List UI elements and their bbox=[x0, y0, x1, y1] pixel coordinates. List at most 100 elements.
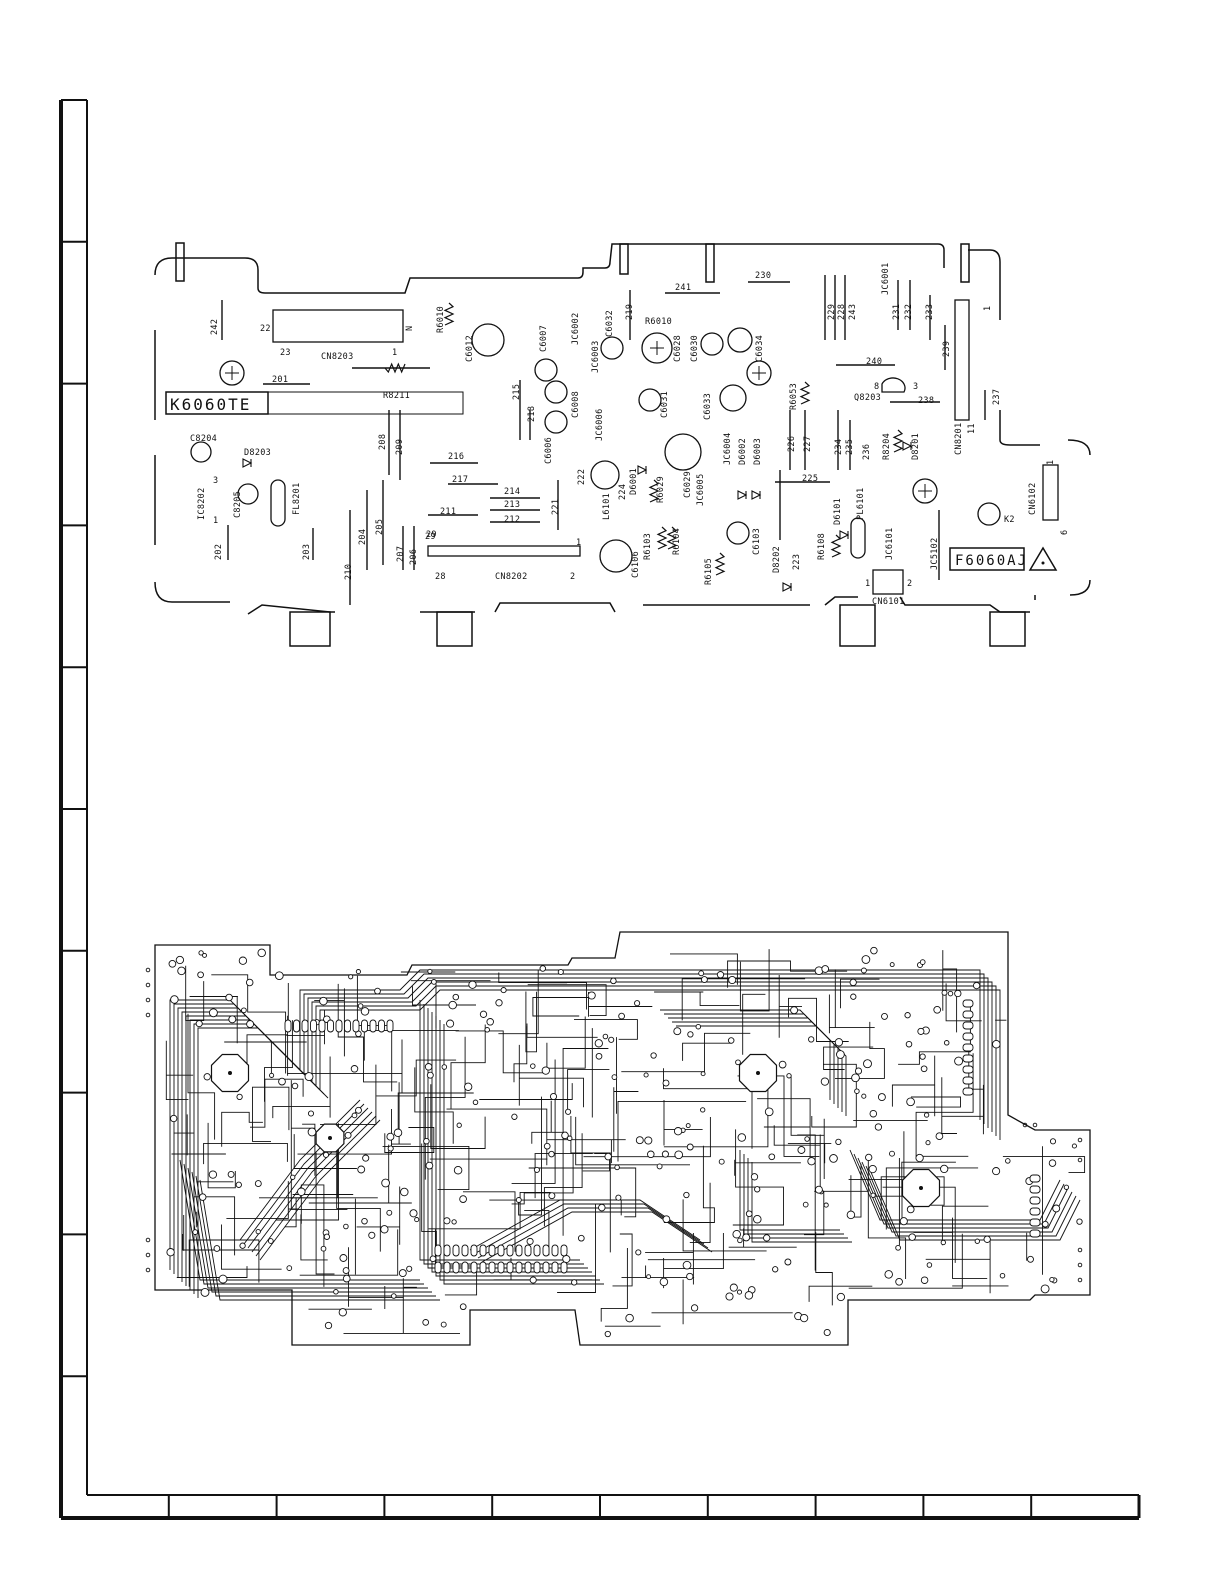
wire-241-39: 241 bbox=[675, 283, 691, 293]
pin-mark-1-ic: 1 bbox=[213, 516, 218, 526]
wire-228-26: 228 bbox=[837, 304, 847, 320]
pin-28: 28 bbox=[435, 572, 446, 582]
wire-230-28: 230 bbox=[755, 271, 771, 281]
label-r6053: R6053 bbox=[789, 383, 799, 410]
wire-225-23: 225 bbox=[802, 474, 818, 484]
label-jc6006: JC6006 bbox=[595, 408, 605, 441]
pin-cn6102-1: 1 bbox=[1046, 460, 1056, 465]
wire-204-3: 204 bbox=[358, 529, 368, 545]
wire-231-29: 231 bbox=[892, 304, 902, 320]
wire-227-25: 227 bbox=[803, 436, 813, 452]
frame-row-ticks bbox=[61, 240, 87, 1378]
label-c6030: C6030 bbox=[690, 335, 700, 362]
wire-216-15: 216 bbox=[448, 452, 464, 462]
label-c6106: C6106 bbox=[631, 551, 641, 578]
label-c6034: C6034 bbox=[755, 335, 765, 362]
label-c6031: C6031 bbox=[660, 391, 670, 418]
wire-243-41: 243 bbox=[848, 304, 858, 320]
label-c8204: C8204 bbox=[190, 434, 217, 444]
wire-207-6: 207 bbox=[396, 546, 406, 562]
label-d6101: D6101 bbox=[833, 498, 843, 525]
label-cn8203: CN8203 bbox=[321, 352, 354, 362]
label-r6108: R6108 bbox=[817, 533, 827, 560]
copper-traces bbox=[145, 946, 1086, 1338]
wire-213-12: 213 bbox=[504, 500, 520, 510]
label-fl8201: FL8201 bbox=[292, 482, 302, 515]
model-mark-text-1: K6060TE bbox=[170, 395, 251, 414]
wire-239-37: 239 bbox=[942, 341, 952, 357]
wire-219-18: 219 bbox=[625, 304, 635, 320]
pin-mark-8-q: 8 bbox=[874, 382, 879, 392]
wire-209-8: 209 bbox=[395, 439, 405, 455]
wire-211-10: 211 bbox=[440, 507, 456, 517]
wire-214-13: 214 bbox=[504, 487, 520, 497]
wire-202-1: 202 bbox=[214, 544, 224, 560]
label-r6105: R6105 bbox=[704, 558, 714, 585]
label-r8204: R8204 bbox=[882, 433, 892, 460]
label-d6003: D6003 bbox=[753, 438, 763, 465]
pin-29: 29 bbox=[425, 532, 436, 542]
model-mark-text-2: F6060AJ bbox=[955, 553, 1028, 569]
label-cn6101: CN6101 bbox=[872, 597, 905, 607]
label-c8205: C8205 bbox=[233, 491, 243, 518]
wire-206-5: 206 bbox=[409, 549, 419, 565]
label-r8211: R8211 bbox=[383, 391, 410, 401]
label-cn8202: CN8202 bbox=[495, 572, 528, 582]
label-jc6003: JC6003 bbox=[591, 340, 601, 373]
label-jc6002: JC6002 bbox=[571, 312, 581, 345]
pin-22: 22 bbox=[260, 324, 271, 334]
label-q8203: Q8203 bbox=[854, 393, 881, 403]
label-jc5102: JC5102 bbox=[930, 537, 940, 570]
pin-cn8201-1: 1 bbox=[983, 306, 993, 311]
wire-235-33: 235 bbox=[845, 439, 855, 455]
drawing-frame bbox=[59, 99, 1141, 1520]
label-d6002: D6002 bbox=[738, 438, 748, 465]
component-board-outline bbox=[154, 242, 1091, 647]
label-r6104: R6104 bbox=[672, 528, 682, 555]
wire-215-14: 215 bbox=[512, 384, 522, 400]
wire-238-36: 238 bbox=[918, 396, 934, 406]
pin-mark-3-q: 3 bbox=[913, 382, 918, 392]
label-c6033: C6033 bbox=[703, 393, 713, 420]
wire-229-27: 229 bbox=[827, 304, 837, 320]
label-r6010-a: R6010 bbox=[436, 306, 446, 333]
label-c6032: C6032 bbox=[605, 310, 615, 337]
label-d8201: D8201 bbox=[911, 433, 921, 460]
wire-232-30: 232 bbox=[904, 304, 914, 320]
label-d6001: D6001 bbox=[629, 468, 639, 495]
pin-cn8201-11: 11 bbox=[967, 423, 977, 434]
pin-n: N bbox=[405, 326, 415, 331]
label-k2: K2 bbox=[1004, 515, 1015, 525]
label-d8203: D8203 bbox=[244, 448, 271, 458]
pin-1: 1 bbox=[392, 348, 397, 358]
pin-cn6102-6: 6 bbox=[1060, 530, 1070, 535]
label-d8202: D8202 bbox=[772, 546, 782, 573]
pin-1b: 1 bbox=[576, 538, 581, 548]
wire-236-34: 236 bbox=[862, 444, 872, 460]
wire-201-0: 201 bbox=[272, 375, 288, 385]
wire-242-40: 242 bbox=[210, 319, 220, 335]
pin-23: 23 bbox=[280, 348, 291, 358]
wire-212-11: 212 bbox=[504, 515, 520, 525]
wire-29-42: 29 bbox=[426, 530, 437, 540]
wire-226-24: 226 bbox=[787, 436, 797, 452]
wire-224-22: 224 bbox=[618, 484, 628, 500]
label-ic8202: IC8202 bbox=[197, 487, 207, 520]
frame-col-ticks bbox=[167, 1495, 1033, 1518]
wire-233-31: 233 bbox=[925, 304, 935, 320]
wire-218-17: 218 bbox=[527, 406, 537, 422]
pin-mark-3-ic: 3 bbox=[213, 476, 218, 486]
wire-222-20: 222 bbox=[577, 469, 587, 485]
wire-205-4: 205 bbox=[375, 519, 385, 535]
wire-240-38: 240 bbox=[866, 357, 882, 367]
pin-2: 2 bbox=[570, 572, 575, 582]
warning-triangle-icon bbox=[1028, 546, 1058, 571]
label-c6103: C6103 bbox=[752, 528, 762, 555]
label-c6007: C6007 bbox=[539, 325, 549, 352]
wire-234-32: 234 bbox=[834, 439, 844, 455]
label-jc6004: JC6004 bbox=[723, 432, 733, 465]
label-c6008: C6008 bbox=[571, 391, 581, 418]
label-jc6005: JC6005 bbox=[696, 473, 706, 506]
